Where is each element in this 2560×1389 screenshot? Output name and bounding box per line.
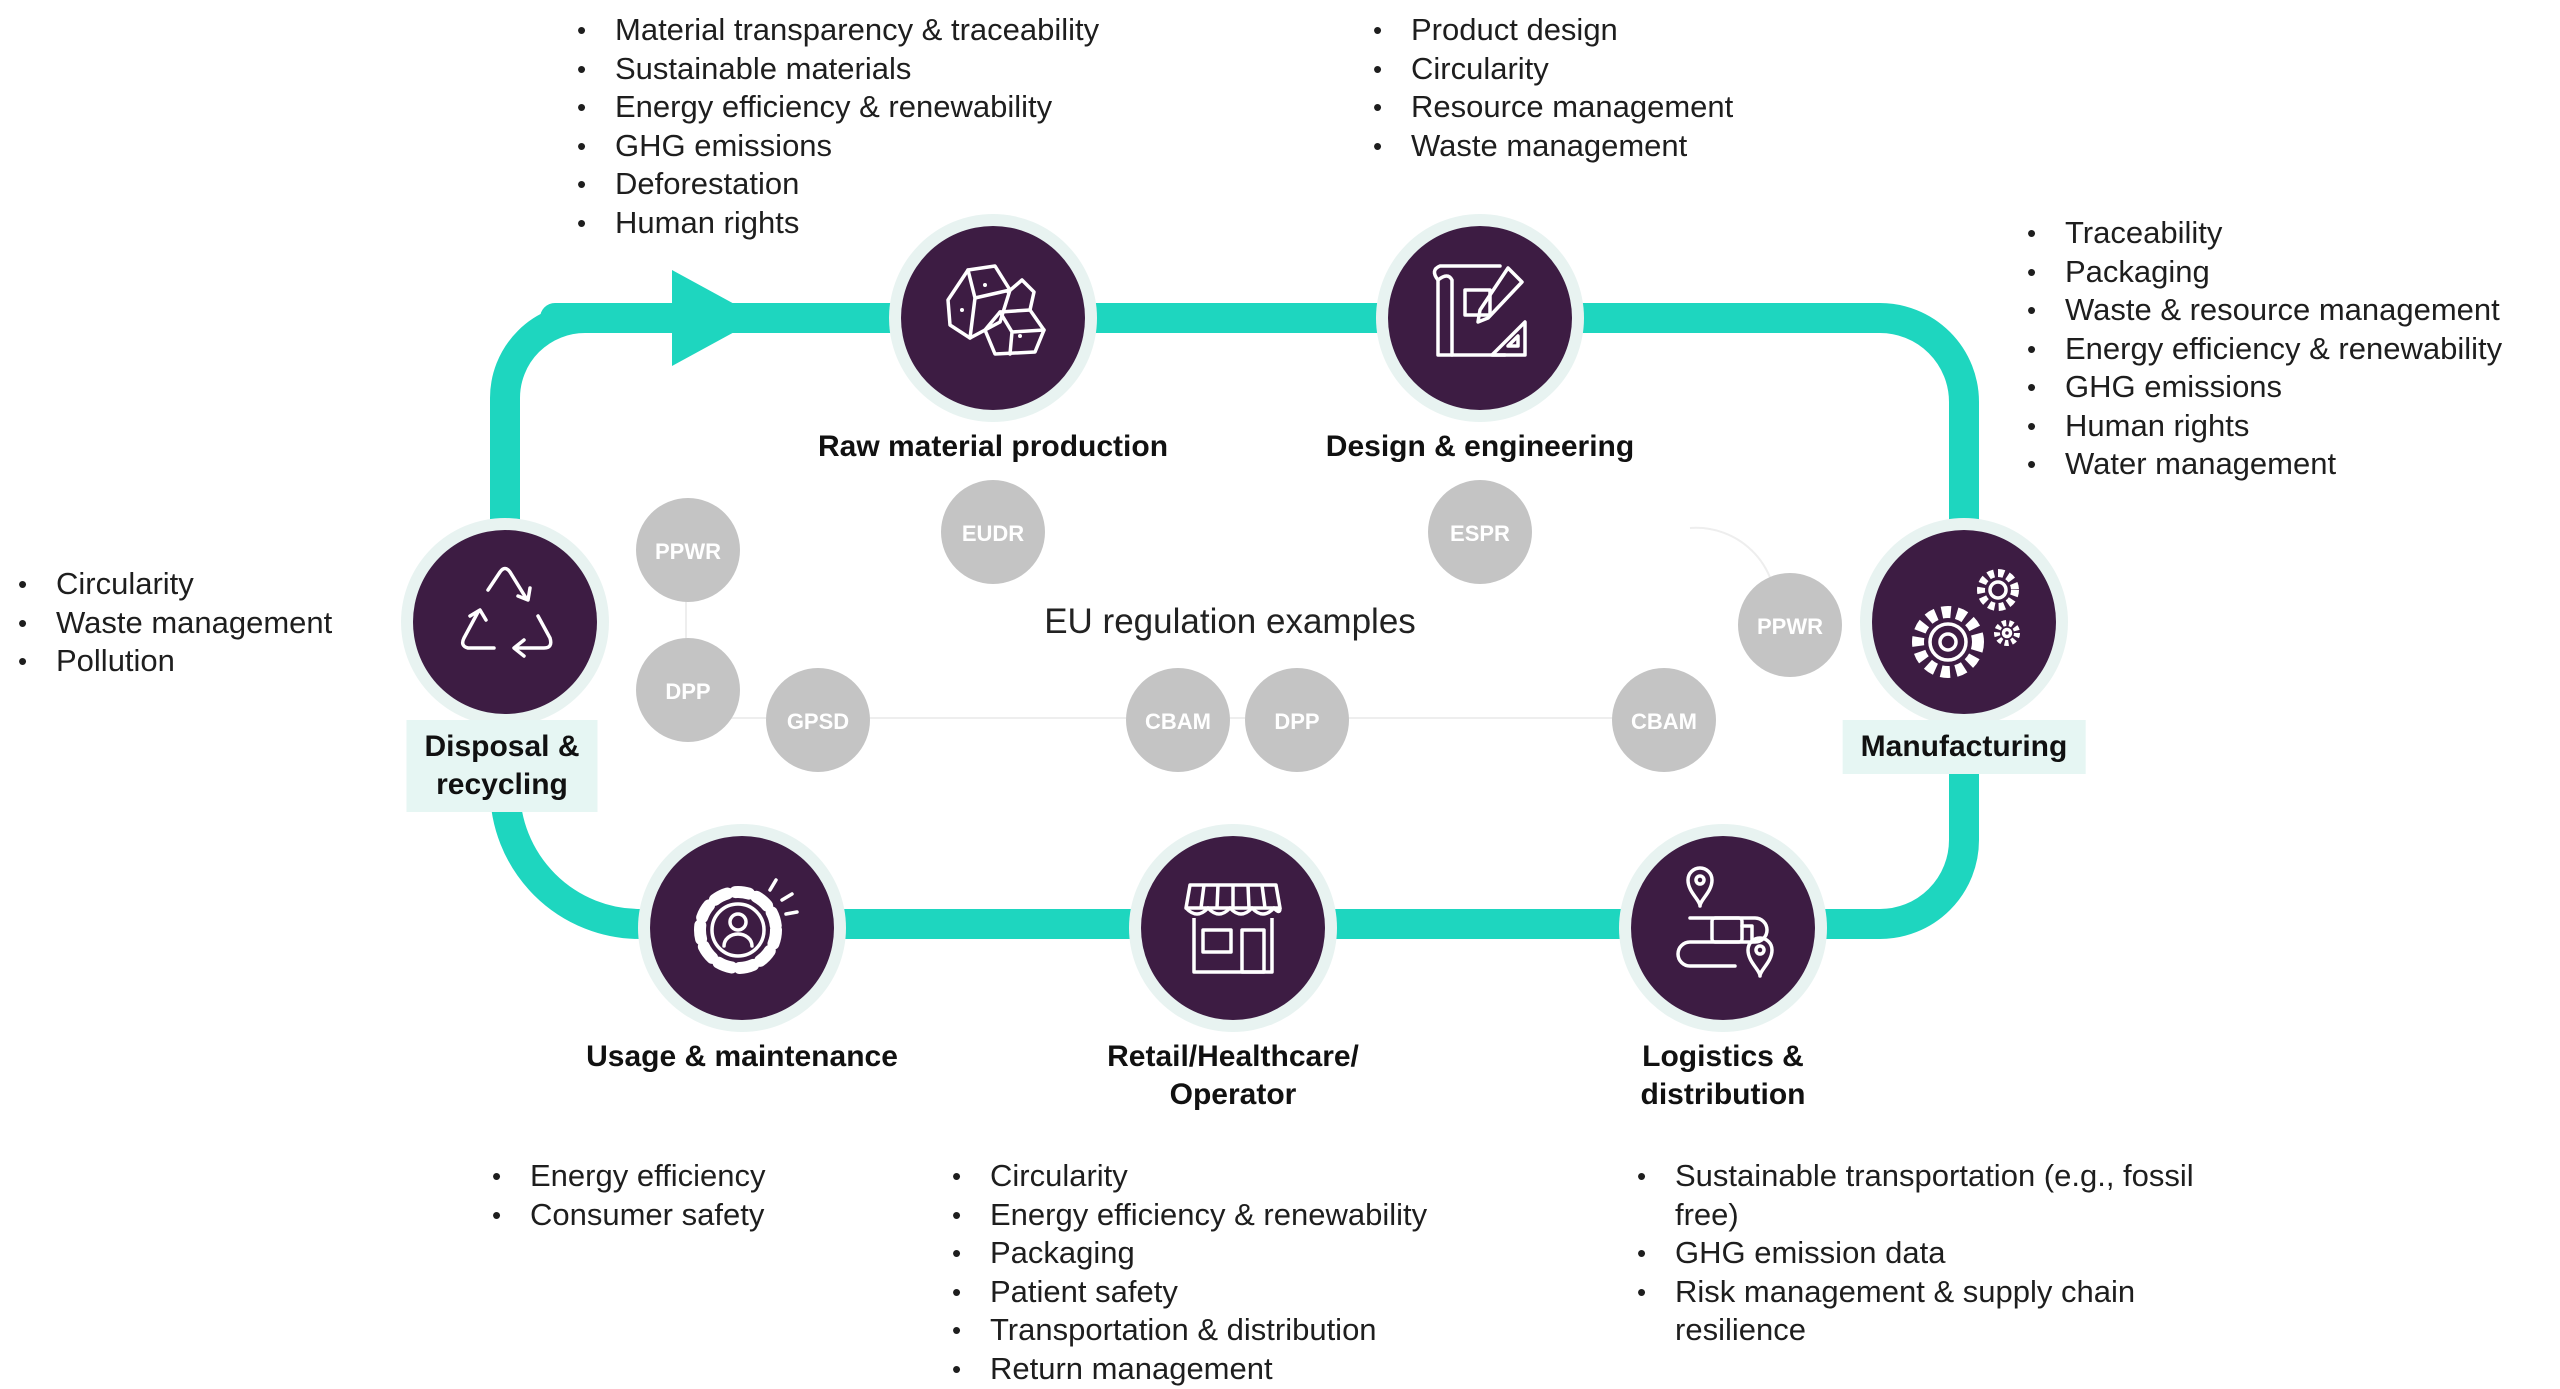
stage-label-manufacturing: Manufacturing <box>1842 720 2086 774</box>
list-item: Risk management & supply chain resilienc… <box>1637 1273 2197 1350</box>
stage-node-retail-healthcare-operator <box>1129 824 1337 1032</box>
route-icon <box>1676 866 1774 978</box>
svg-text:GPSD: GPSD <box>787 709 849 734</box>
list-item: Energy efficiency & renewability <box>952 1196 1427 1235</box>
stage-label-line: recycling <box>436 768 568 801</box>
svg-text:CBAM: CBAM <box>1631 709 1697 734</box>
direction-arrow-icon <box>672 270 760 366</box>
list-item: Waste & resource management <box>2027 291 2502 330</box>
list-item: Human rights <box>2027 407 2502 446</box>
list-item: Material transparency & traceability <box>577 11 1099 50</box>
list-item: Transportation & distribution <box>952 1311 1427 1350</box>
list-item: Product design <box>1373 11 1733 50</box>
store-icon <box>1184 883 1282 974</box>
regulation-badges: EUDR ESPR PPWR DPP GPSD CBAM DPP PPWR <box>636 480 1842 772</box>
list-item: Circularity <box>1373 50 1733 89</box>
blueprint-icon <box>1432 264 1527 357</box>
stage-node-manufacturing <box>1860 518 2068 726</box>
regulation-badge-dpp-left: DPP <box>636 638 740 742</box>
svg-text:ESPR: ESPR <box>1450 521 1510 546</box>
stage-node-design-engineering <box>1376 214 1584 422</box>
list-item: Sustainable transportation (e.g., fossil… <box>1637 1157 2197 1234</box>
stage-node-disposal-recycling <box>401 518 609 726</box>
stage-node-logistics-distribution <box>1619 824 1827 1032</box>
list-item: Consumer safety <box>492 1196 766 1235</box>
list-item: Energy efficiency <box>492 1157 766 1196</box>
topics-retail-healthcare-operator: Circularity Energy efficiency & renewabi… <box>952 1157 1427 1388</box>
svg-text:DPP: DPP <box>1274 709 1319 734</box>
list-item: Sustainable materials <box>577 50 1099 89</box>
list-item: Return management <box>952 1350 1427 1389</box>
stage-label-usage-maintenance: Usage & maintenance <box>586 1038 898 1076</box>
stage-label-line: Usage & maintenance <box>586 1040 898 1073</box>
topics-usage-maintenance: Energy efficiency Consumer safety <box>492 1157 766 1234</box>
list-item: Deforestation <box>577 165 1099 204</box>
list-item: Traceability <box>2027 214 2502 253</box>
regulation-badge-dpp-center: DPP <box>1245 668 1349 772</box>
list-item: Human rights <box>577 204 1099 243</box>
list-item: Packaging <box>2027 253 2502 292</box>
regulation-badge-cbam-right: CBAM <box>1612 668 1716 772</box>
stage-label-raw-material-production: Raw material production <box>818 428 1168 466</box>
regulation-badge-cbam-center: CBAM <box>1126 668 1230 772</box>
regulation-examples-title: EU regulation examples <box>1044 602 1416 641</box>
stage-label-line: Manufacturing <box>1860 730 2068 763</box>
regulation-badge-espr: ESPR <box>1428 480 1532 584</box>
regulation-badge-ppwr-right: PPWR <box>1738 573 1842 677</box>
list-item: GHG emissions <box>577 127 1099 166</box>
regulation-badge-eudr: EUDR <box>941 480 1045 584</box>
list-item: Water management <box>2027 445 2502 484</box>
rocks-icon <box>946 264 1046 356</box>
list-item: GHG emissions <box>2027 368 2502 407</box>
svg-text:PPWR: PPWR <box>655 539 721 564</box>
stage-label-logistics-distribution: Logistics & distribution <box>1641 1038 1806 1114</box>
list-item: Waste management <box>18 604 332 643</box>
list-item: Energy efficiency & renewability <box>577 88 1099 127</box>
stage-label-line: Retail/Healthcare/ <box>1107 1040 1359 1073</box>
stage-label-line: Design & engineering <box>1325 430 1635 463</box>
topics-disposal-recycling: Circularity Waste management Pollution <box>18 565 332 681</box>
stage-label-line: Raw material production <box>817 430 1169 463</box>
list-item: GHG emission data <box>1637 1234 2197 1273</box>
svg-text:PPWR: PPWR <box>1757 614 1823 639</box>
stage-node-raw-material-production <box>889 214 1097 422</box>
list-item: Waste management <box>1373 127 1733 166</box>
topics-manufacturing: Traceability Packaging Waste & resource … <box>2027 214 2502 484</box>
recycle-icon <box>460 566 553 658</box>
topics-logistics-distribution: Sustainable transportation (e.g., fossil… <box>1637 1157 2197 1350</box>
list-item: Circularity <box>952 1157 1427 1196</box>
stage-node-usage-maintenance <box>638 824 846 1032</box>
regulation-badge-gpsd: GPSD <box>766 668 870 772</box>
stage-label-line: Disposal & <box>424 730 580 763</box>
topics-design-engineering: Product design Circularity Resource mana… <box>1373 11 1733 165</box>
topics-raw-material-production: Material transparency & traceability Sus… <box>577 11 1099 242</box>
stage-label-retail-healthcare-operator: Retail/Healthcare/ Operator <box>1107 1038 1359 1114</box>
stage-label-design-engineering: Design & engineering <box>1326 428 1634 466</box>
stage-label-line: distribution <box>1640 1078 1806 1111</box>
list-item: Packaging <box>952 1234 1427 1273</box>
list-item: Patient safety <box>952 1273 1427 1312</box>
gear-person-icon <box>694 878 799 974</box>
gears-icon <box>1912 569 2020 678</box>
list-item: Resource management <box>1373 88 1733 127</box>
regulation-badge-ppwr-left: PPWR <box>636 498 740 602</box>
list-item: Circularity <box>18 565 332 604</box>
list-item: Pollution <box>18 642 332 681</box>
svg-text:CBAM: CBAM <box>1145 709 1211 734</box>
stage-label-line: Logistics & <box>1642 1040 1804 1073</box>
stage-label-disposal-recycling: Disposal & recycling <box>406 720 598 812</box>
svg-text:DPP: DPP <box>665 679 710 704</box>
stage-label-line: Operator <box>1169 1078 1297 1111</box>
list-item: Energy efficiency & renewability <box>2027 330 2502 369</box>
svg-text:EUDR: EUDR <box>962 521 1024 546</box>
